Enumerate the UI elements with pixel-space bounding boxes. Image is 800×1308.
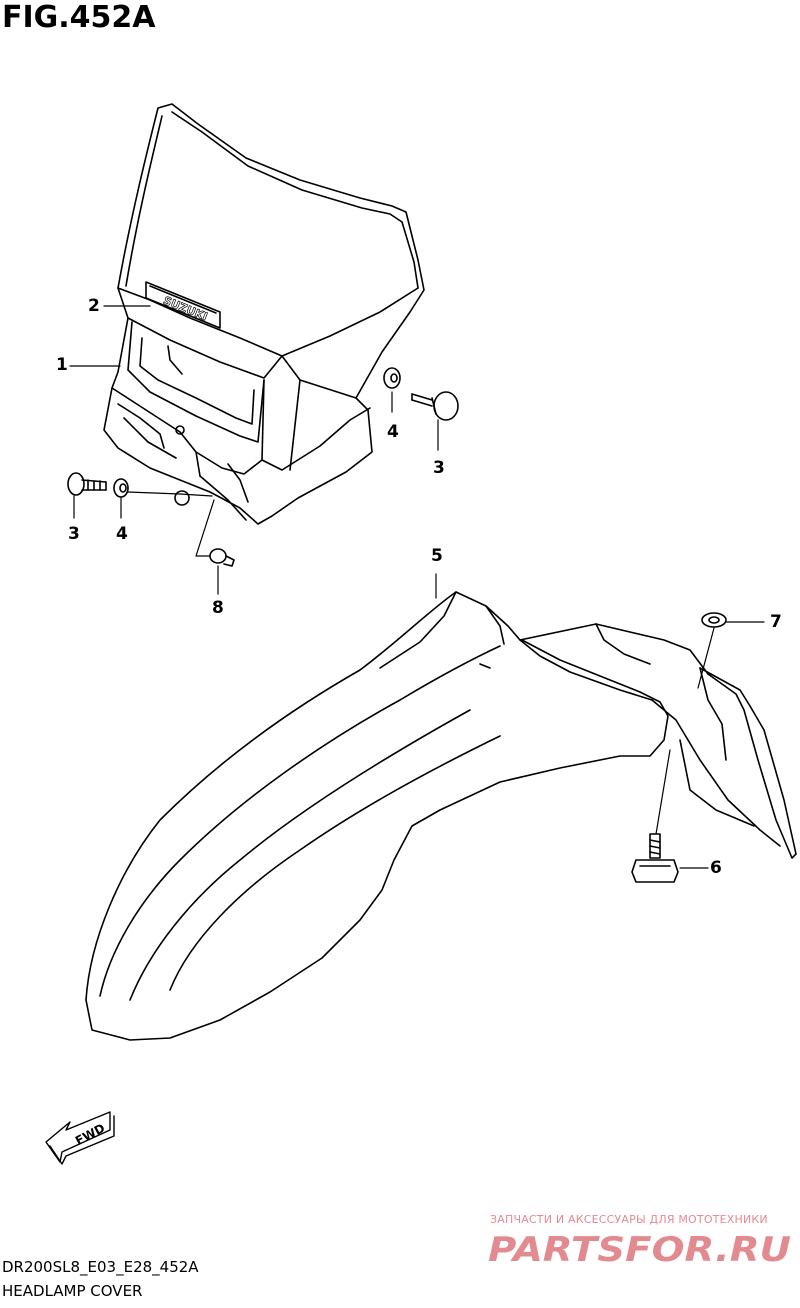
section-name: HEADLAMP COVER [2,1282,143,1300]
callout-part-6: 6 [710,858,722,878]
screw-left [67,472,107,496]
callout-part-4-left: 4 [116,524,128,544]
callout-part-7: 7 [770,612,782,632]
callout-part-3-left: 3 [68,524,80,544]
watermark-caption: ЗАПЧАСТИ И АКСЕССУАРЫ ДЛЯ МОТОТЕХНИКИ [490,1213,768,1226]
callout-part-8: 8 [212,598,224,618]
washer-left [113,478,129,498]
front-fender [85,591,797,1041]
clip-nut [209,548,235,567]
bolt-6 [631,833,679,883]
callout-part-3-right: 3 [433,458,445,478]
svg-text:PARTSFOR.RU: PARTSFOR.RU [488,1230,791,1268]
callout-part-4-right: 4 [387,422,399,442]
washer-7 [701,612,727,628]
fwd-arrow-icon [45,1111,115,1165]
leader-lines [69,305,765,869]
figure-title: FIG.452A [2,0,156,35]
washer-right [383,367,401,389]
headlamp-cover [103,103,425,525]
watermark-logo: PARTSFOR.RU [488,1230,791,1268]
screw-right [411,391,459,421]
callout-part-2: 2 [88,296,100,316]
model-code: DR200SL8_E03_E28_452A [2,1258,199,1276]
callout-part-5: 5 [431,546,443,566]
callout-part-1: 1 [56,355,68,375]
